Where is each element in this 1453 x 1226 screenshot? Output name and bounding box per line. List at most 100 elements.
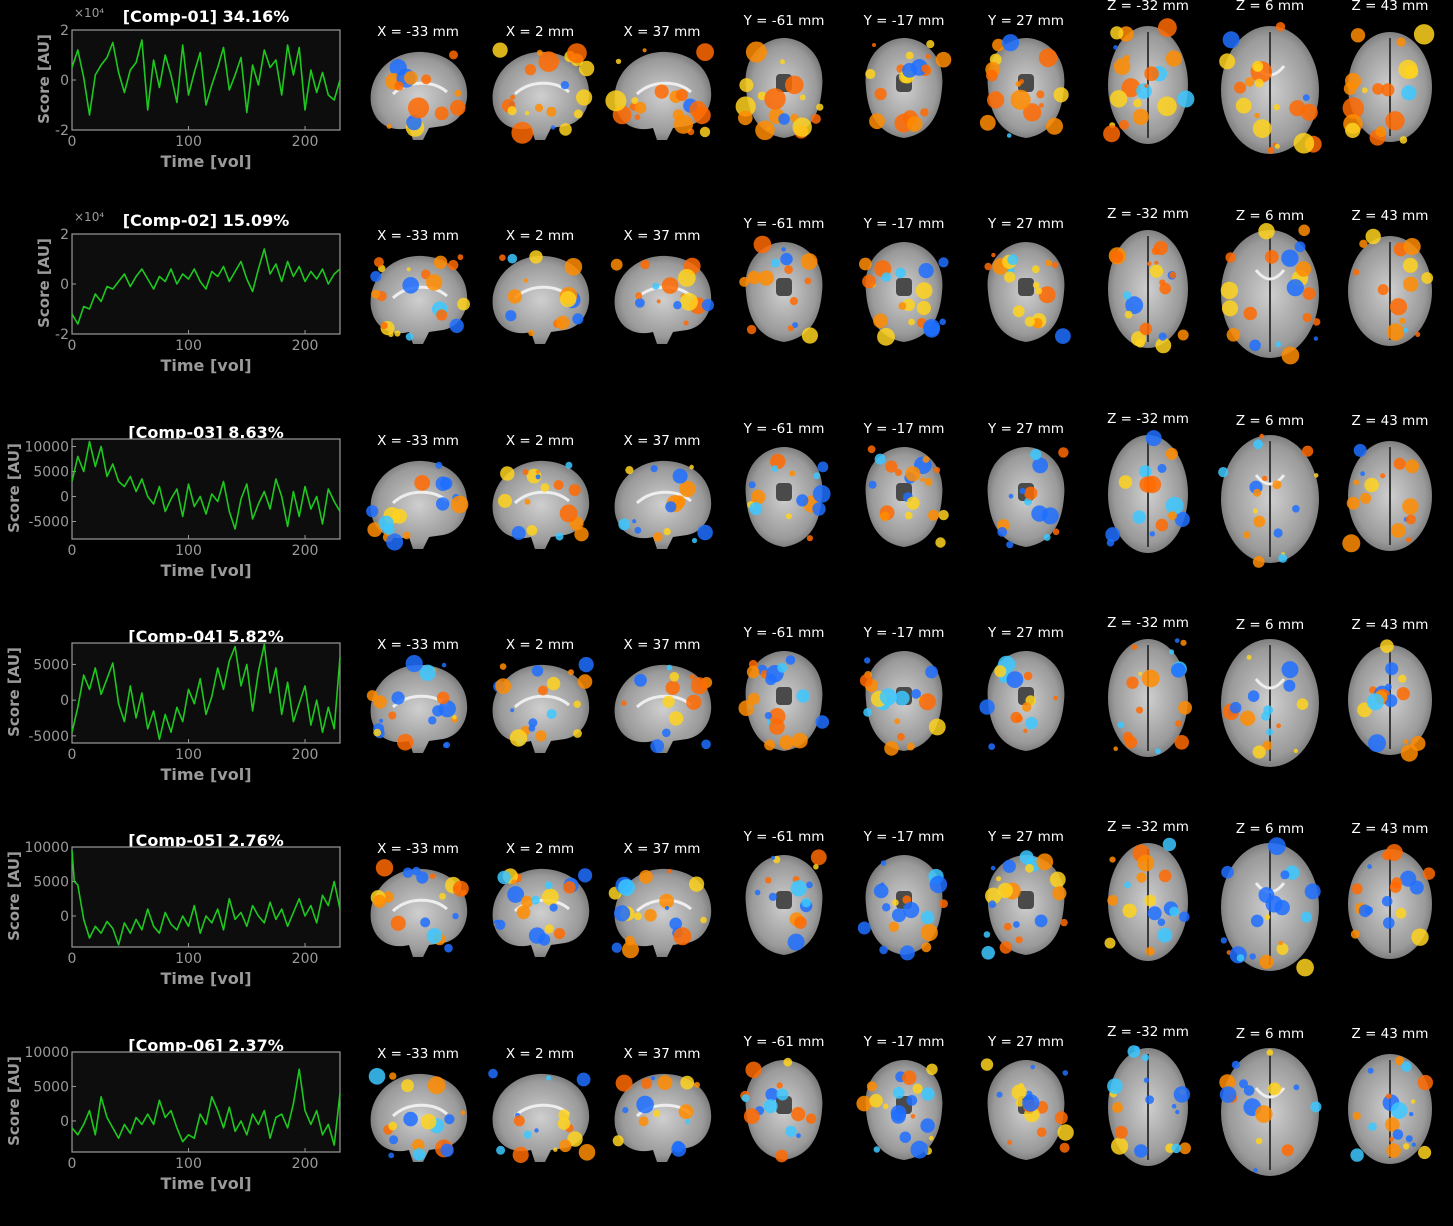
activation-cluster <box>1396 686 1410 701</box>
activation-cluster <box>1118 474 1133 489</box>
activation-cluster <box>402 531 411 539</box>
activation-cluster <box>738 700 755 716</box>
activation-cluster <box>939 899 948 909</box>
activation-cluster <box>1125 296 1144 315</box>
activation-cluster <box>1253 438 1263 449</box>
activation-cluster <box>794 916 807 930</box>
activation-cluster <box>641 1077 652 1089</box>
activation-cluster <box>1032 281 1040 289</box>
activation-cluster <box>560 81 570 90</box>
activation-cluster <box>665 680 680 695</box>
activation-cluster <box>754 889 761 896</box>
activation-cluster <box>559 504 578 522</box>
activation-cluster <box>650 464 658 472</box>
activation-cluster <box>1375 126 1387 138</box>
coronal-brain-slice <box>745 446 831 547</box>
sagittal-brain-slice <box>492 250 590 345</box>
activation-cluster <box>1131 644 1138 650</box>
activation-cluster <box>559 291 577 308</box>
activation-cluster <box>897 732 905 741</box>
activation-cluster <box>631 97 639 105</box>
activation-cluster <box>427 1075 446 1094</box>
activation-cluster <box>1143 475 1162 493</box>
activation-cluster <box>1155 748 1161 754</box>
activation-cluster <box>625 465 634 474</box>
activation-cluster <box>984 263 992 271</box>
activation-cluster <box>1103 125 1121 143</box>
activation-cluster <box>863 707 872 717</box>
activation-cluster <box>450 100 466 116</box>
slice-coordinate-label: X = -33 mm <box>377 228 459 245</box>
activation-cluster <box>868 480 877 489</box>
slice-coordinate-label: Z = 43 mm <box>1351 412 1429 429</box>
activation-cluster <box>528 724 536 732</box>
x-tick-label: 0 <box>68 134 77 150</box>
slice-coordinate-label: Y = -17 mm <box>863 216 945 233</box>
activation-cluster <box>873 883 889 899</box>
activation-cluster <box>672 1140 684 1153</box>
activation-cluster <box>694 1081 700 1088</box>
activation-cluster <box>567 43 587 63</box>
activation-cluster <box>751 489 766 504</box>
activation-cluster <box>1255 1137 1263 1144</box>
activation-cluster <box>1302 313 1312 323</box>
activation-cluster <box>568 669 574 676</box>
slice-coordinate-label: X = 2 mm <box>505 636 575 653</box>
activation-cluster <box>531 665 544 677</box>
activation-cluster <box>1145 429 1162 446</box>
activation-cluster <box>924 477 933 486</box>
activation-cluster <box>1158 332 1167 341</box>
activation-cluster <box>1147 261 1152 267</box>
y-tick-label: 0 <box>60 1113 69 1129</box>
activation-cluster <box>787 933 805 951</box>
activation-cluster <box>765 1087 779 1101</box>
activation-cluster <box>1043 533 1051 541</box>
y-tick-label: -2 <box>55 123 69 139</box>
activation-cluster <box>373 728 382 737</box>
activation-cluster <box>867 444 876 453</box>
activation-cluster <box>542 888 559 906</box>
slice-coordinate-label: Y = -17 mm <box>863 13 945 29</box>
activation-cluster <box>1411 928 1429 947</box>
activation-cluster <box>436 691 450 705</box>
activation-cluster <box>386 533 404 551</box>
y-tick-label: 2 <box>60 23 69 39</box>
slice-coordinate-label: X = -33 mm <box>377 1045 459 1062</box>
activation-cluster <box>505 310 517 322</box>
activation-cluster <box>391 691 405 705</box>
activation-cluster <box>996 876 1002 882</box>
activation-cluster <box>991 253 996 258</box>
y-tick-label: 5000 <box>33 1079 69 1095</box>
activation-cluster <box>499 663 507 670</box>
activation-cluster <box>380 322 388 330</box>
activation-cluster <box>884 740 899 756</box>
activation-cluster <box>862 274 876 289</box>
activation-cluster <box>1162 837 1177 852</box>
x-tick-label: 0 <box>68 747 77 763</box>
activation-cluster <box>1132 108 1149 125</box>
activation-cluster <box>686 694 702 710</box>
slice-coordinate-label: Z = 43 mm <box>1351 208 1429 225</box>
activation-cluster <box>526 524 538 536</box>
activation-cluster <box>938 257 949 268</box>
activation-cluster <box>420 1113 437 1129</box>
activation-cluster <box>1034 914 1048 928</box>
activation-cluster <box>920 924 938 942</box>
activation-cluster <box>669 671 680 682</box>
activation-cluster <box>1030 1064 1035 1069</box>
plot-area <box>71 29 341 131</box>
activation-cluster <box>565 461 573 469</box>
activation-cluster <box>678 1103 694 1119</box>
activation-cluster <box>1113 45 1118 50</box>
activation-cluster <box>1113 58 1131 75</box>
activation-cluster <box>1136 83 1152 99</box>
activation-cluster <box>1258 223 1275 240</box>
activation-cluster <box>1295 261 1312 277</box>
activation-cluster <box>535 469 540 474</box>
activation-cluster <box>916 301 931 316</box>
activation-cluster <box>1134 1143 1148 1158</box>
activation-cluster <box>935 51 952 68</box>
activation-cluster <box>535 730 547 742</box>
sagittal-brain-slice <box>370 254 470 345</box>
activation-cluster <box>928 509 939 521</box>
